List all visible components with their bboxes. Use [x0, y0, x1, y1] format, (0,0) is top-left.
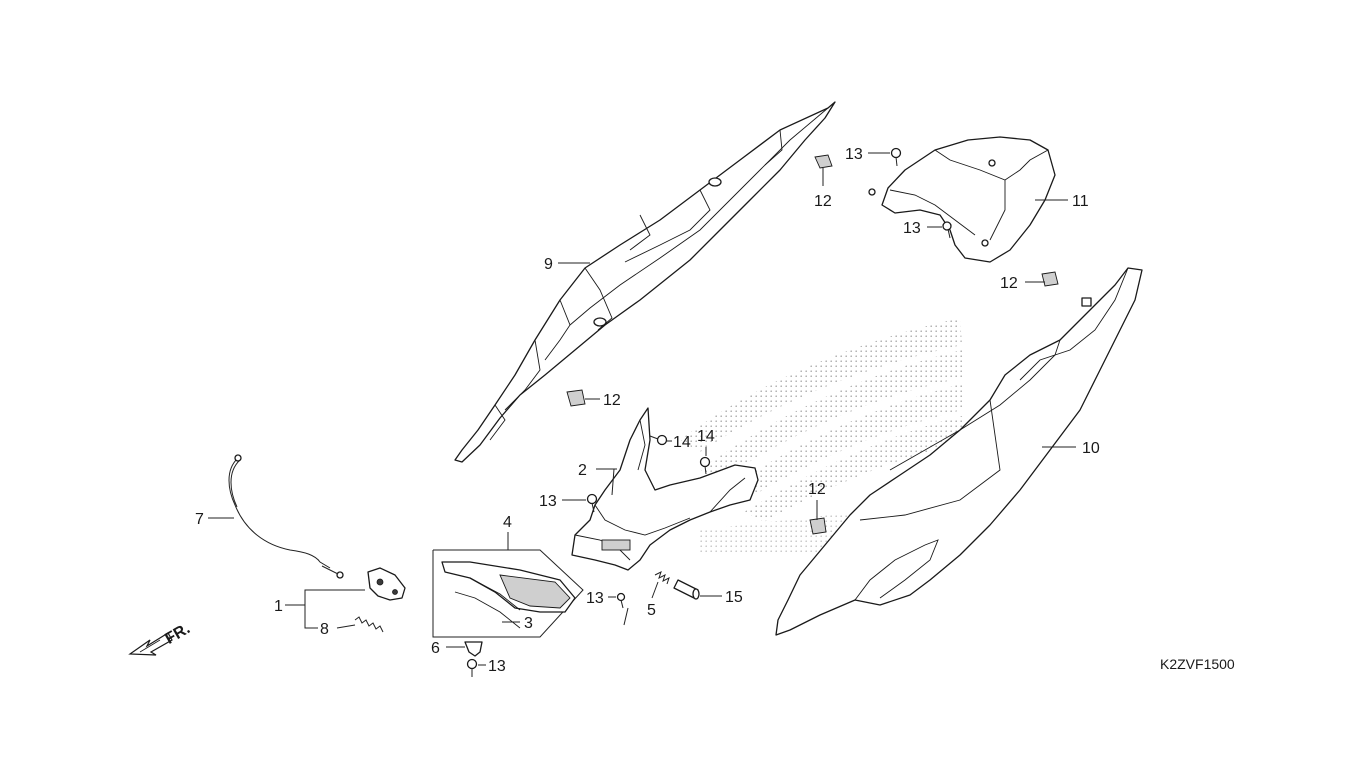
callout-13-c: 13	[539, 493, 557, 510]
part-5-spring	[654, 571, 670, 585]
part-7-seat-lock-cable	[228, 454, 344, 579]
diagram-code: K2ZVF1500	[1160, 656, 1235, 672]
callout-12-a: 12	[814, 193, 832, 210]
clip-nut-12-b	[1041, 271, 1059, 287]
callout-13-d: 13	[586, 590, 604, 607]
part-9-side-cover	[454, 101, 836, 463]
callout-3: 3	[524, 615, 533, 632]
clip-nut-12-a	[814, 154, 833, 169]
part-1-seat-lock	[367, 567, 406, 601]
callout-7: 7	[195, 511, 204, 528]
leader-lines	[208, 152, 1076, 666]
screw-13-e	[466, 658, 478, 677]
callout-14-a: 14	[673, 434, 691, 451]
bolt-14-b	[699, 456, 711, 475]
callout-15: 15	[725, 589, 743, 606]
bolt-icons	[649, 434, 711, 475]
part-2-center-cover	[571, 407, 759, 571]
bolt-14-a	[649, 434, 668, 446]
clip-nut-12-c	[566, 389, 586, 407]
front-direction-arrow-icon: FR.	[128, 620, 193, 656]
clip-nut-12-d	[809, 517, 827, 535]
front-marker-label: FR.	[162, 620, 193, 648]
screw-13-d	[616, 592, 626, 609]
callout-12-d: 12	[808, 481, 826, 498]
callout-12-c: 12	[603, 392, 621, 409]
screw-13-c	[586, 493, 598, 513]
screw-13-a	[890, 147, 902, 167]
callout-9: 9	[544, 256, 553, 273]
screw-13-b	[942, 221, 952, 239]
callout-1: 1	[274, 598, 283, 615]
callout-5: 5	[647, 602, 656, 619]
part-6-clip	[464, 641, 483, 657]
part-11-rear-cover	[868, 136, 1056, 263]
screw-icons	[466, 147, 952, 677]
callout-6: 6	[431, 640, 440, 657]
part-4-tail-light-group	[432, 549, 584, 638]
part-8-spring	[354, 616, 384, 633]
callout-12-b: 12	[1000, 275, 1018, 292]
callout-labels: 9 10 11 12 12 12 12 13 13 13 13 13 14 14…	[195, 146, 1100, 675]
part-15-collar	[673, 579, 700, 600]
callout-11: 11	[1072, 193, 1089, 210]
callout-2: 2	[578, 462, 587, 479]
callout-10: 10	[1082, 440, 1100, 457]
part-10-body-cover	[775, 267, 1143, 636]
callout-13-a: 13	[845, 146, 863, 163]
callout-8: 8	[320, 621, 329, 638]
callout-13-e: 13	[488, 658, 506, 675]
callout-13-b: 13	[903, 220, 921, 237]
callout-14-b: 14	[697, 428, 715, 445]
callout-4: 4	[503, 514, 512, 531]
